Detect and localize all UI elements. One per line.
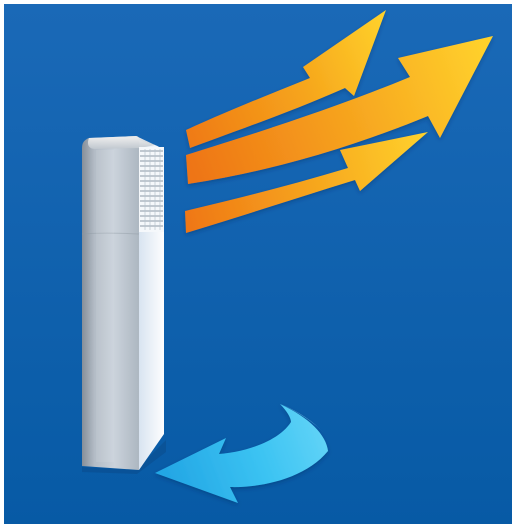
heater-icon bbox=[82, 136, 166, 474]
heater-grille bbox=[139, 147, 164, 232]
